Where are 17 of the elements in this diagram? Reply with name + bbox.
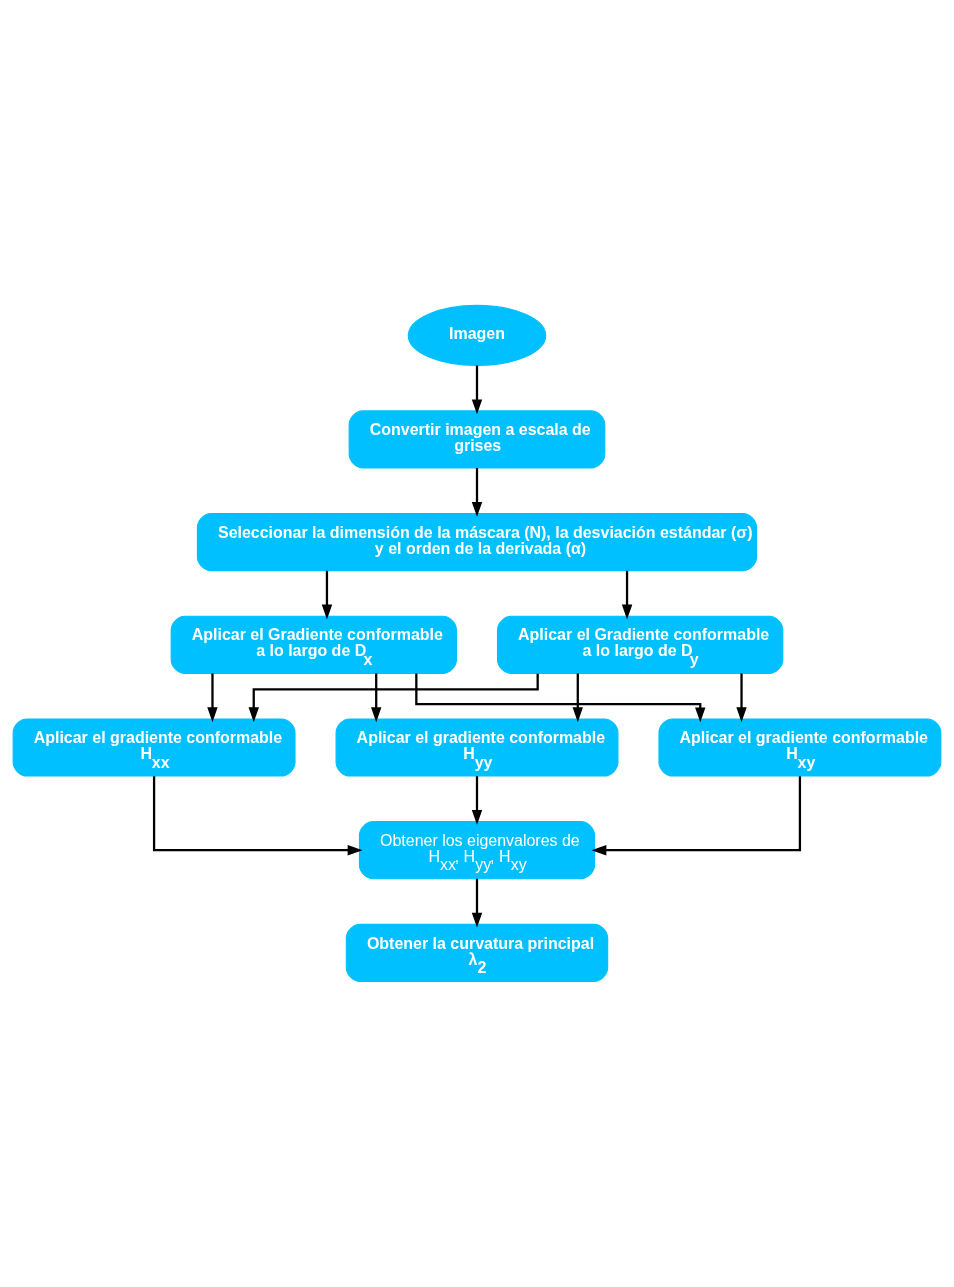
arrow	[415, 673, 706, 723]
arrow	[471, 468, 483, 517]
arrow	[621, 570, 633, 620]
arrow	[471, 365, 483, 415]
arrow	[152, 776, 363, 856]
arrow	[321, 570, 333, 620]
arrow	[248, 673, 539, 723]
arrow	[207, 673, 218, 723]
arrow	[591, 776, 802, 856]
arrow	[471, 776, 483, 825]
node-box: Convertir imagen a escala de grises	[348, 410, 606, 469]
node-box: Seleccionar la dimensión de la máscara (N), la desviación estándar (σ) y el orden de la derivada (α)	[196, 513, 758, 572]
arrow	[572, 673, 583, 723]
arrow	[371, 673, 382, 723]
arrow	[471, 878, 483, 928]
node-ellipse: Imagen	[407, 304, 547, 367]
arrow	[736, 673, 747, 723]
